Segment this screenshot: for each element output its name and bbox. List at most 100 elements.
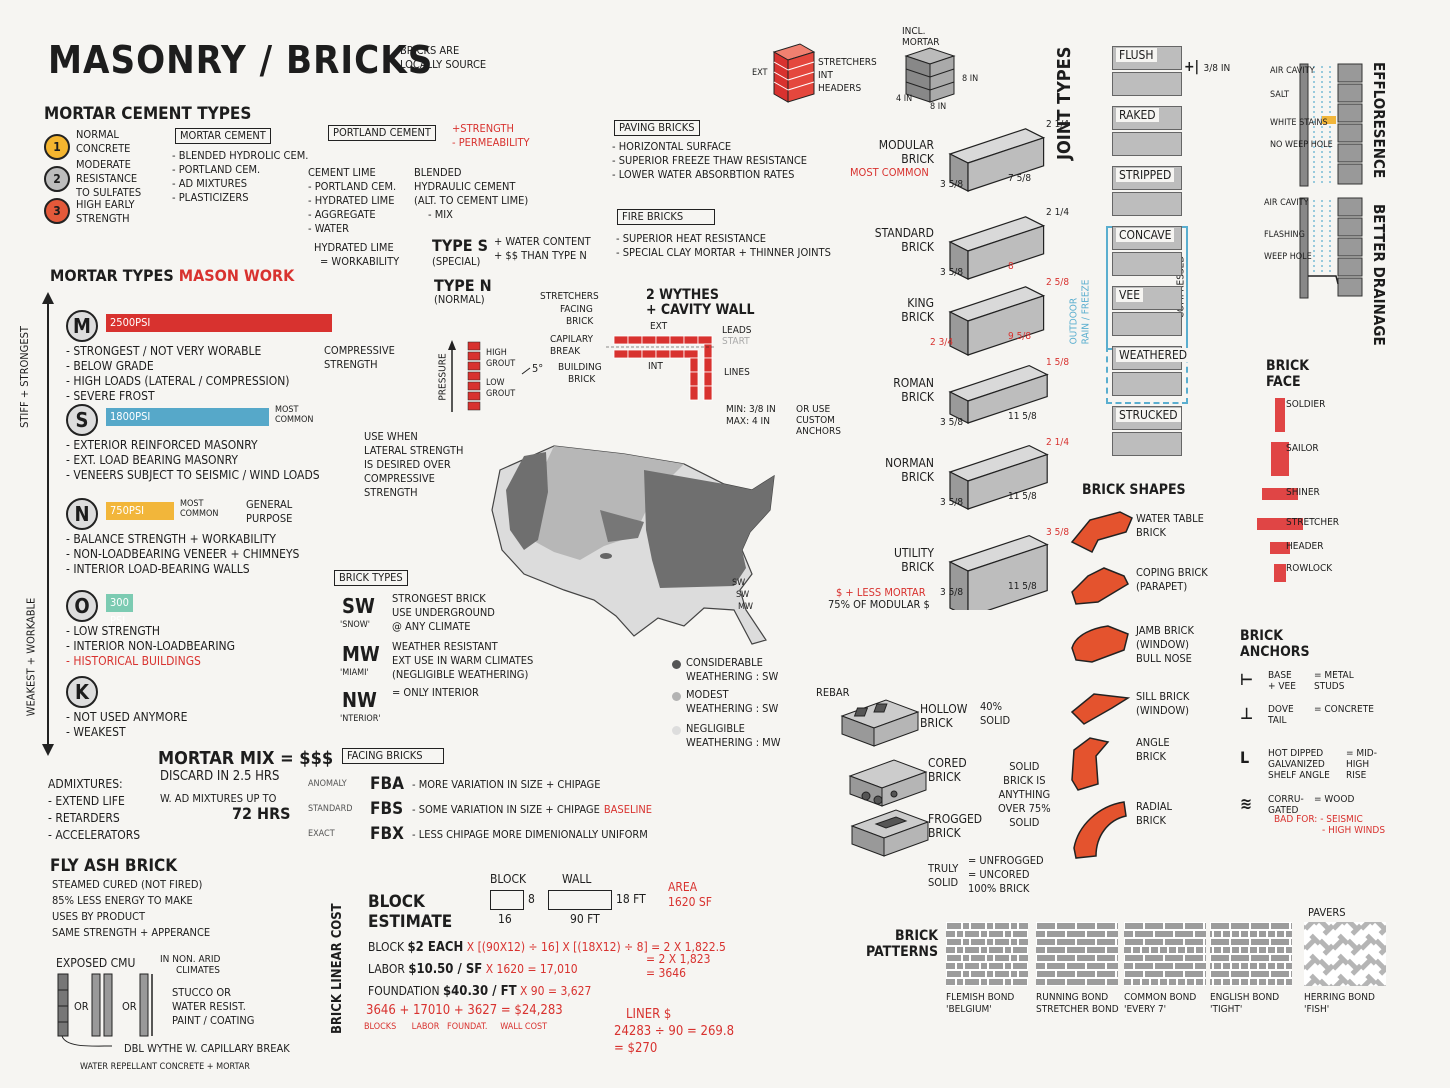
brick-anchor-0-type: BASE+ VEE xyxy=(1268,670,1296,692)
admixtures-list: ADMIXTURES: - EXTEND LIFE - RETARDERS - … xyxy=(48,777,141,842)
brick-face-1-swatch xyxy=(1271,442,1289,476)
cement-lime-list: CEMENT LIME - PORTLAND CEM. - HYDRATED L… xyxy=(308,166,397,235)
efflorescence-labels: AIR CAVITY SALT WHITE STAINS NO WEEP HOL… xyxy=(1270,66,1333,150)
mortar-cement-heading: MORTAR CEMENT xyxy=(175,128,271,144)
joint-2-label: STRIPPED xyxy=(1116,168,1175,182)
estimate-line-block: BLOCK $2 EACH x [(90x12) ÷ 16] x [(18x12… xyxy=(368,940,726,955)
joint-4-label: VEE xyxy=(1116,288,1144,302)
estimate-sum: 3646 + 17010 + 3627 = $24,283 xyxy=(366,1003,563,1018)
brick-side-face xyxy=(967,294,1045,356)
grout-wall-diagram xyxy=(448,340,531,412)
cmu-wall-options xyxy=(57,973,153,1047)
high-grout-label: HIGH GROUT xyxy=(486,348,516,369)
brick-size-0-note: MOST COMMON xyxy=(850,166,929,179)
brick-types-heading: BRICK TYPES xyxy=(334,570,408,586)
mortar-type-m-psi-bar: 2500PSI xyxy=(106,314,332,332)
brick-size-5-length: 11 5/8 xyxy=(1008,581,1037,592)
type-s-sub: (SPECIAL) xyxy=(432,255,481,268)
mortar-type-s-badge: S xyxy=(66,404,98,436)
exposed-cmu-title: EXPOSED CMU xyxy=(56,956,136,970)
brick-shape-3-drawing xyxy=(1070,693,1131,725)
brick-shape-4-drawing xyxy=(1071,737,1110,791)
mortar-types-title: MORTAR TYPES MASON WORK xyxy=(50,266,295,285)
brick-type-nw-nick: 'NTERIOR' xyxy=(340,714,381,724)
efflorescence-title: EFFLORESENCE xyxy=(1370,62,1388,179)
brick-size-5-width: 3 5/8 xyxy=(940,587,964,598)
cement-type-1-badge: 1 xyxy=(44,134,70,160)
paving-bricks-heading: PAVING BRICKS xyxy=(614,120,700,136)
brick-shapes-title: BRICK SHAPES xyxy=(1082,482,1186,498)
brick-anchor-1-use: = CONCRETE xyxy=(1314,704,1374,715)
facing-fbs-code: FBS xyxy=(370,799,404,819)
mortar-type-n-tag: MOST COMMON xyxy=(180,499,219,519)
mortar-type-s-list: - EXTERIOR REINFORCED MASONRY- EXT. LOAD… xyxy=(66,438,320,482)
stretchers-label: STRETCHERS xyxy=(540,291,599,302)
brick-size-5-height: 3 5/8 xyxy=(1046,527,1070,538)
facing-fbs-tag: STANDARD xyxy=(308,804,353,814)
cmu-or-1: OR xyxy=(74,1000,89,1013)
cement-type-3-badge: 3 xyxy=(44,198,70,224)
brick-size-0-length: 7 5/8 xyxy=(1008,173,1032,184)
brick-anchor-3-icon: ≋ xyxy=(1240,794,1253,813)
mortar-type-o-psi-bar: 300 PSI xyxy=(106,594,133,627)
estimate-sum-labels: BLOCKS LABOR FOUNDAT. WALL COST xyxy=(364,1022,548,1032)
brick-type-sw-nick: 'SNOW' xyxy=(340,620,371,630)
mortar-type-n-psi-bar: 750PSI xyxy=(106,502,174,520)
mortar-type-s-tag: MOST COMMON xyxy=(275,405,314,425)
brick-pattern-2-swatch xyxy=(1124,922,1206,986)
block-rect xyxy=(490,890,524,910)
brick-linear-cost-label: BRICK LINEAR COST xyxy=(330,903,345,1034)
wall-dim-90: 90 FT xyxy=(570,912,600,926)
mortar-mix-hours: 72 HRS xyxy=(232,804,291,823)
paving-bricks-list: - HORIZONTAL SURFACE- SUPERIOR FREEZE TH… xyxy=(612,140,808,181)
stretcher-header-diagram xyxy=(772,43,816,103)
joint-size: +| 3/8 IN xyxy=(1184,59,1231,75)
brick-shape-2-label: JAMB BRICK(WINDOW)BULL NOSE xyxy=(1136,624,1194,665)
brick-pattern-2-label: COMMON BOND'EVERY 7' xyxy=(1124,992,1197,1015)
angle-label: 5° xyxy=(532,362,544,375)
joint-5-brick-bottom xyxy=(1112,372,1182,396)
cube-dim-w: 4 IN xyxy=(896,94,913,104)
brick-size-3-height: 1 5/8 xyxy=(1046,357,1070,368)
hollow-note: 40%SOLID xyxy=(980,700,1011,727)
brick-pattern-3-label: ENGLISH BOND'TIGHT' xyxy=(1210,992,1280,1015)
brick-shape-2-drawing xyxy=(1071,625,1129,663)
cmu-repellant: WATER REPELLANT CONCRETE + MORTAR xyxy=(80,1062,250,1072)
brick-shape-1-drawing xyxy=(1071,567,1129,605)
joint-types-title: JOINT TYPES xyxy=(1054,46,1075,160)
map-label-mw: MW xyxy=(738,602,753,612)
estimate-line-foundation: FOUNDATION $40.30 / FT x 90 = 3,627 xyxy=(368,984,592,999)
type-s-notes: + WATER CONTENT+ $$ THAN TYPE N xyxy=(494,235,591,262)
stretcher-ext-label: EXT xyxy=(752,68,768,78)
joint-3-brick-bottom xyxy=(1112,252,1182,276)
brick-end-face xyxy=(949,561,969,610)
brick-size-5-note: $ + LESS MORTAR xyxy=(836,586,926,599)
liner-cost: LINER $24283 ÷ 90 = 269.8= $270 xyxy=(614,1007,735,1056)
facing-fbx-tag: EXACT xyxy=(308,829,335,839)
brick-size-2-length: 9 5/8 xyxy=(1008,331,1032,342)
better-drainage-title: BETTER DRAINAGE xyxy=(1370,204,1388,346)
brick-size-2-width: 2 3/4 xyxy=(930,337,954,348)
cmu-or-2: OR xyxy=(122,1000,137,1013)
brick-size-3-length: 11 5/8 xyxy=(1008,411,1037,422)
fly-ash-title: FLY ASH BRICK xyxy=(50,856,178,876)
type-n-sub: (NORMAL) xyxy=(434,293,485,306)
